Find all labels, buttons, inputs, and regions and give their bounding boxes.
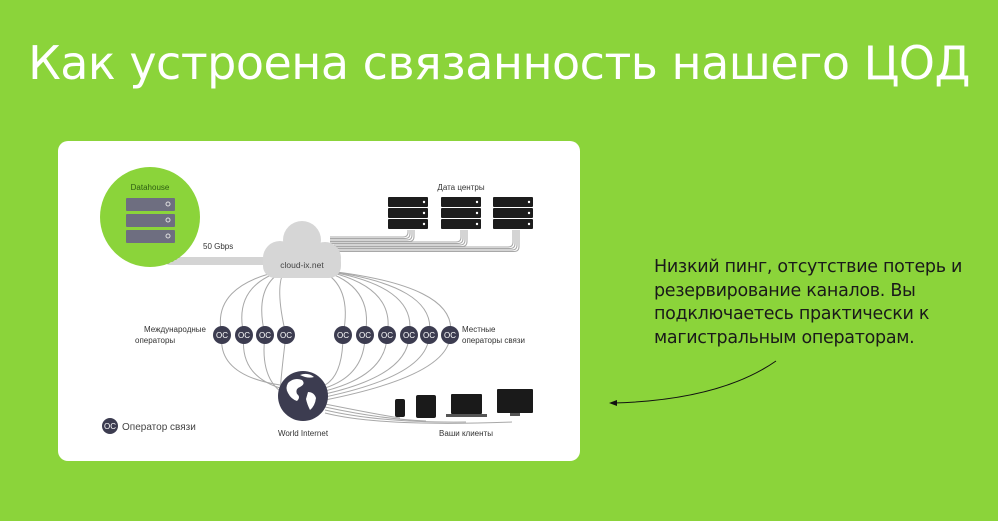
operator-icon: OC — [420, 326, 438, 344]
datahouse-label: Datahouse — [131, 183, 170, 192]
globe-icon — [278, 371, 328, 421]
operator-icon: OC — [356, 326, 374, 344]
datahouse-server-icon — [126, 198, 175, 243]
operator-icon: OC — [334, 326, 352, 344]
operator-icon: OC — [235, 326, 253, 344]
svg-text:OC: OC — [104, 422, 116, 431]
operator-icon: OC — [213, 326, 231, 344]
clients-label: Ваши клиенты — [439, 429, 493, 438]
connection-lines — [147, 230, 520, 424]
svg-text:OC: OC — [381, 331, 393, 340]
arrow-head-icon — [609, 400, 617, 406]
world-internet-label: World Internet — [278, 429, 329, 438]
connectivity-diagram-card: Datahouse 50 Gbps cloud-ix.net Дата цент… — [58, 141, 580, 461]
svg-text:OC: OC — [423, 331, 435, 340]
datacenter-server-icon — [388, 197, 428, 229]
page-title: Как устроена связанность нашего ЦОД — [28, 36, 970, 90]
client-devices — [395, 389, 533, 418]
cloud-label: cloud-ix.net — [280, 260, 324, 270]
laptop-icon — [446, 394, 487, 417]
svg-text:OC: OC — [403, 331, 415, 340]
svg-text:OC: OC — [444, 331, 456, 340]
svg-text:OC: OC — [359, 331, 371, 340]
svg-text:OC: OC — [216, 331, 228, 340]
svg-text:OC: OC — [238, 331, 250, 340]
tablet-icon — [416, 395, 436, 418]
svg-text:OC: OC — [337, 331, 349, 340]
international-operators-label-line1: Международные — [144, 325, 207, 334]
connectivity-diagram: Datahouse 50 Gbps cloud-ix.net Дата цент… — [100, 167, 533, 438]
svg-text:OC: OC — [259, 331, 271, 340]
datacenters-label: Дата центры — [437, 183, 484, 192]
local-operators-label-line2: операторы связи — [462, 336, 525, 345]
monitor-icon — [497, 389, 533, 416]
operator-legend-icon: OC — [102, 418, 118, 434]
cloud-icon — [263, 221, 341, 278]
datacenter-server-icon — [493, 197, 533, 229]
operator-icon: OC — [441, 326, 459, 344]
operator-icon: OC — [400, 326, 418, 344]
operator-icon: OC — [277, 326, 295, 344]
international-operators-label-line2: операторы — [135, 336, 175, 345]
svg-text:OC: OC — [280, 331, 292, 340]
datacenter-server-icon — [441, 197, 481, 229]
local-operators-label-line1: Местные — [462, 325, 496, 334]
operator-icon: OC — [378, 326, 396, 344]
bandwidth-label: 50 Gbps — [203, 242, 233, 251]
description-text: Низкий пинг, отсутствие потерь и резерви… — [654, 257, 963, 348]
operator-icon: OC — [256, 326, 274, 344]
phone-icon — [395, 399, 405, 417]
legend-label: Оператор связи — [122, 422, 196, 433]
